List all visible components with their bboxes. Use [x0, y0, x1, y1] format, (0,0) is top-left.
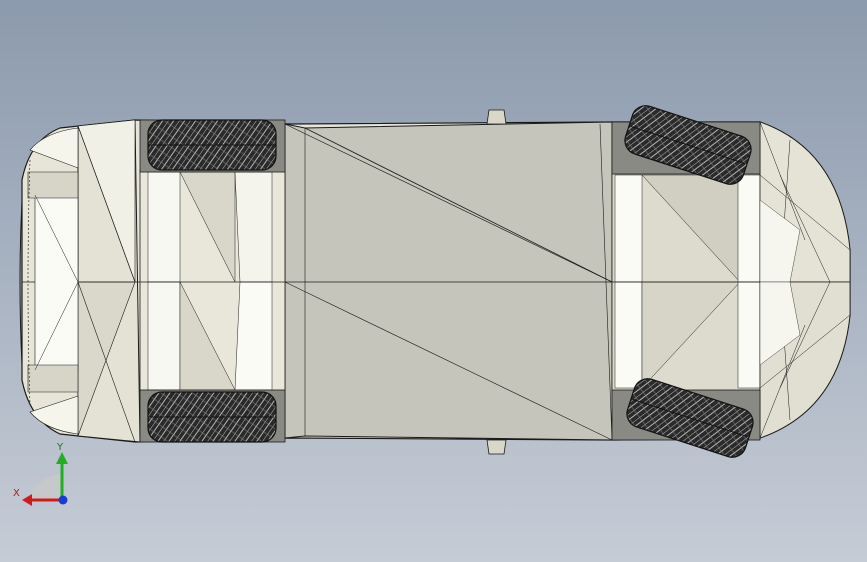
mirror-bottom: [486, 439, 507, 455]
y-axis-label: Y: [56, 442, 64, 453]
x-axis-label: X: [13, 488, 20, 499]
roof-panel: [284, 121, 613, 441]
tire-front-top[interactable]: [147, 119, 277, 171]
tire-front-bottom[interactable]: [147, 391, 277, 443]
z-axis-dot-icon: [58, 495, 68, 505]
tire-rear-top[interactable]: [621, 102, 754, 188]
axis-triad: Y X: [13, 442, 68, 506]
rear-section: [611, 121, 851, 439]
front-hood: [19, 119, 141, 443]
front-cabin-section: [139, 169, 286, 393]
tire-rear-bottom[interactable]: [623, 375, 756, 461]
x-axis-arrowhead-icon: [22, 494, 32, 506]
y-axis-arrowhead-icon: [56, 452, 68, 464]
triad-plane-icon: [26, 474, 62, 500]
mirror-top: [486, 109, 507, 125]
